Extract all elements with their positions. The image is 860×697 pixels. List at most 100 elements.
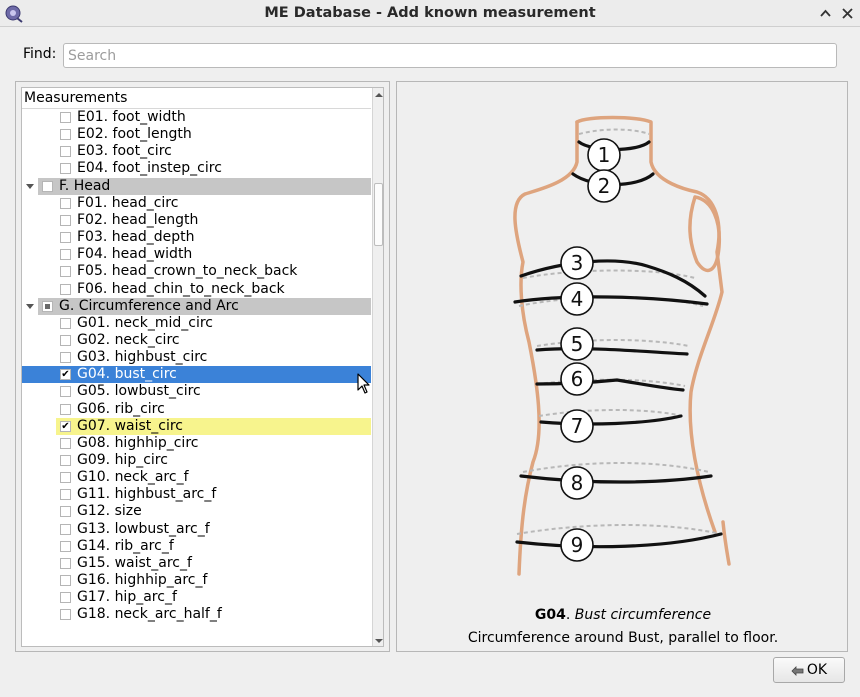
tree-item-row[interactable]: G06. rib_circ xyxy=(22,401,371,418)
row-checkbox[interactable] xyxy=(60,129,71,141)
tree-group-row[interactable]: G. Circumference and Arc xyxy=(22,297,371,315)
tree-item-row[interactable]: G01. neck_mid_circ xyxy=(22,315,371,332)
row-checkbox[interactable] xyxy=(60,523,71,535)
marker-number: 8 xyxy=(571,471,584,495)
row-checkbox[interactable] xyxy=(60,334,71,346)
tree-item-row[interactable]: G18. neck_arc_half_f xyxy=(22,606,371,623)
row-checkbox[interactable] xyxy=(60,146,71,158)
tree-item-row[interactable]: F06. head_chin_to_neck_back xyxy=(22,281,371,298)
tree-item-row[interactable]: F05. head_crown_to_neck_back xyxy=(22,263,371,280)
scroll-up-icon[interactable] xyxy=(374,90,384,100)
tree-item-row[interactable]: G16. highhip_arc_f xyxy=(22,572,371,589)
row-checkbox[interactable] xyxy=(60,232,71,244)
tree-item-row[interactable]: E01. foot_width xyxy=(22,109,371,126)
marker-number: 7 xyxy=(571,414,584,438)
row-checkbox[interactable] xyxy=(42,180,53,192)
row-checkbox[interactable]: ✔ xyxy=(60,369,71,381)
row-checkbox[interactable] xyxy=(60,592,71,604)
row-checkbox[interactable] xyxy=(60,214,71,226)
tree-item-row[interactable]: G09. hip_circ xyxy=(22,452,371,469)
measure-marker-6: 6 xyxy=(560,362,594,396)
tree-item-row[interactable]: G17. hip_arc_f xyxy=(22,589,371,606)
row-highlight xyxy=(22,366,371,384)
row-label: E01. foot_width xyxy=(77,109,186,125)
measure-marker-1: 1 xyxy=(587,138,621,172)
close-icon[interactable] xyxy=(840,6,855,21)
marker-number: 6 xyxy=(571,367,584,391)
marker-circle xyxy=(560,466,594,500)
scroll-down-icon[interactable] xyxy=(374,636,384,646)
tree-item-row[interactable]: G15. waist_arc_f xyxy=(22,555,371,572)
row-label: F. Head xyxy=(59,177,111,194)
row-checkbox[interactable] xyxy=(60,472,71,484)
tree-item-row[interactable]: G05. lowbust_circ xyxy=(22,383,371,400)
expand-arrow-icon[interactable] xyxy=(26,183,34,189)
row-checkbox[interactable] xyxy=(60,455,71,466)
caption-code: G04 xyxy=(534,607,566,623)
row-checkbox[interactable] xyxy=(60,540,71,552)
scrollbar-thumb[interactable] xyxy=(374,183,383,246)
tree-item-row[interactable]: G10. neck_arc_f xyxy=(22,469,371,486)
caption-separator: . xyxy=(565,607,575,623)
tree-item-row[interactable]: E03. foot_circ xyxy=(22,143,371,160)
tree-scrollbar[interactable] xyxy=(372,88,384,646)
row-label: E03. foot_circ xyxy=(77,143,172,160)
row-checkbox[interactable] xyxy=(60,266,71,278)
row-checkbox[interactable]: ✔ xyxy=(60,420,71,432)
tree-item-row[interactable]: F04. head_width xyxy=(22,246,371,263)
tree-item-row[interactable]: ✔ G04. bust_circ xyxy=(22,366,371,384)
measure-marker-7: 7 xyxy=(560,409,594,443)
row-checkbox[interactable] xyxy=(60,163,71,175)
tree-item-row[interactable]: F02. head_length xyxy=(22,212,371,229)
row-checkbox[interactable] xyxy=(60,575,71,587)
row-checkbox[interactable] xyxy=(42,300,53,312)
tree-item-row[interactable]: G08. highhip_circ xyxy=(22,435,371,452)
row-checkbox[interactable] xyxy=(60,506,71,518)
tree-item-row[interactable]: ✔ G07. waist_circ xyxy=(22,417,371,435)
row-checkbox[interactable] xyxy=(60,317,71,329)
ok-button[interactable]: OK xyxy=(773,657,845,683)
row-checkbox[interactable] xyxy=(60,112,71,123)
row-checkbox[interactable] xyxy=(60,386,71,398)
row-checkbox[interactable] xyxy=(60,352,71,364)
row-label: G08. highhip_circ xyxy=(77,434,199,451)
row-label: F06. head_chin_to_neck_back xyxy=(77,280,285,297)
chevron-up-icon[interactable] xyxy=(818,6,833,21)
tree-item-row[interactable]: G03. highbust_circ xyxy=(22,349,371,366)
tree-item-row[interactable]: E04. foot_instep_circ xyxy=(22,160,371,177)
tree-item-row[interactable]: G13. lowbust_arc_f xyxy=(22,521,371,538)
row-checkbox[interactable] xyxy=(60,557,71,569)
measurement-caption: G04. Bust circumference xyxy=(397,607,849,623)
measure-marker-9: 9 xyxy=(560,528,594,562)
tree-item-row[interactable]: F01. head_circ xyxy=(22,195,371,212)
row-checkbox[interactable] xyxy=(60,609,71,621)
row-checkbox[interactable] xyxy=(60,437,71,449)
row-label: G04. bust_circ xyxy=(77,366,177,383)
row-label: G10. neck_arc_f xyxy=(77,469,189,486)
marker-circle xyxy=(560,362,594,396)
tree-item-row[interactable]: F03. head_depth xyxy=(22,229,371,246)
measure-marker-4: 4 xyxy=(560,282,594,316)
tree-item-row[interactable]: G02. neck_circ xyxy=(22,332,371,349)
marker-number: 3 xyxy=(571,251,584,275)
row-checkbox[interactable] xyxy=(60,489,71,501)
tree-item-row[interactable]: G12. size xyxy=(22,503,371,520)
row-label: G07. waist_circ xyxy=(77,417,183,434)
row-label: G. Circumference and Arc xyxy=(59,297,239,314)
tree-group-row[interactable]: F. Head xyxy=(22,177,371,195)
tree-item-row[interactable]: E02. foot_length xyxy=(22,126,371,143)
expand-arrow-icon[interactable] xyxy=(26,303,34,309)
marker-circle xyxy=(587,169,621,203)
row-checkbox[interactable] xyxy=(60,283,71,295)
tree-item-row[interactable]: G14. rib_arc_f xyxy=(22,538,371,555)
row-checkbox[interactable] xyxy=(60,249,71,261)
row-checkbox[interactable] xyxy=(60,197,71,209)
search-input[interactable] xyxy=(63,43,837,68)
tree-item-row[interactable]: G11. highbust_arc_f xyxy=(22,486,371,503)
row-checkbox[interactable] xyxy=(60,403,71,415)
window-title: ME Database - Add known measurement xyxy=(264,5,596,21)
